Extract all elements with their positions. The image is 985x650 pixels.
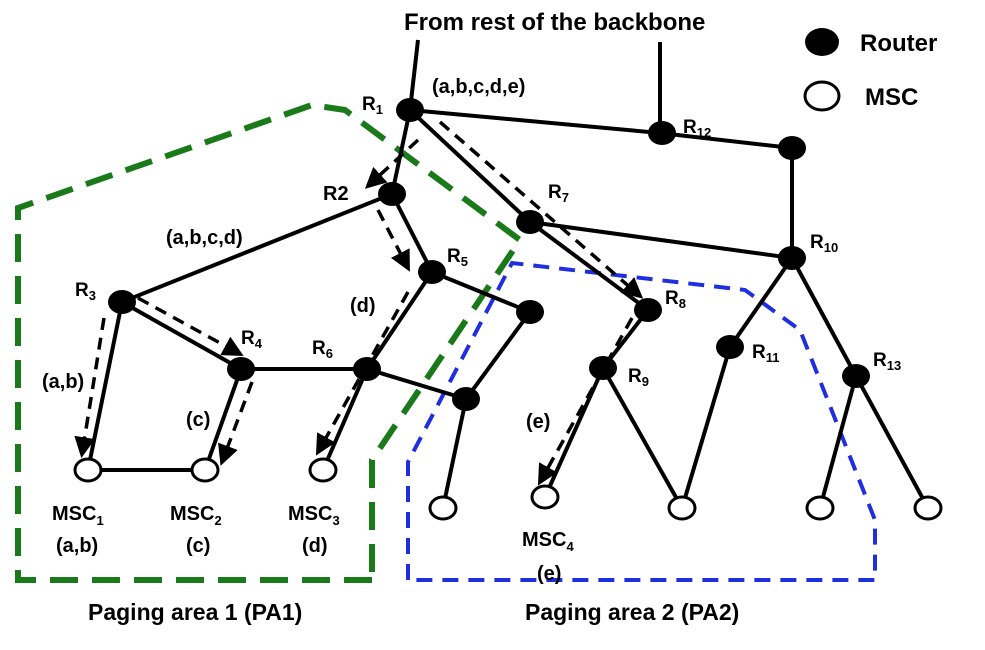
path-label-c: (c) (186, 409, 210, 431)
link-r6-rz (366, 367, 467, 401)
path-r4-msc2 (218, 381, 254, 466)
router-label-r10: R10 (810, 232, 838, 255)
link-r1-r2 (390, 109, 412, 195)
path-r1-r2 (364, 138, 420, 189)
msc-nodes (73, 457, 943, 521)
link-r12-rx (659, 131, 793, 150)
router-r5 (418, 260, 446, 284)
router-r10 (778, 246, 806, 270)
path-label-abcd: (a,b,c,d) (166, 227, 243, 249)
router-r3 (108, 290, 136, 314)
legend-router-label: Router (860, 30, 937, 57)
msc2-users: (c) (186, 535, 210, 557)
link-r6-msc3 (321, 368, 369, 471)
msc1-users: (a,b) (56, 535, 98, 557)
link-r2-r3 (121, 192, 393, 304)
paging-area-1-title: Paging area 1 (PA1) (88, 599, 302, 625)
link-r5-ry (431, 270, 531, 314)
router-label-r9: R9 (628, 366, 649, 389)
router-rx (778, 136, 806, 160)
msc4-label: MSC4 (522, 529, 574, 554)
msc1-label: MSC1 (52, 503, 104, 528)
msc4-users: (e) (537, 563, 561, 585)
router-r8 (634, 298, 662, 322)
router-label-r1: R1 (362, 94, 383, 117)
router-nodes (108, 98, 870, 411)
router-r9 (589, 356, 617, 380)
link-r4-msc2 (203, 368, 243, 471)
router-label-r13: R13 (873, 350, 901, 373)
legend-router-icon (805, 28, 839, 56)
router-label-r6: R6 (312, 338, 333, 361)
router-label-r7: R7 (548, 182, 569, 205)
link-r10-r11 (728, 256, 794, 349)
path-r3-msc1 (74, 317, 106, 459)
link-r3-r4 (121, 300, 242, 371)
router-label-r8: R8 (665, 288, 686, 311)
path-label-all: (a,b,c,d,e) (432, 76, 525, 98)
router-ry (516, 300, 544, 324)
path-label-e: (e) (526, 411, 550, 433)
msc-2 (190, 457, 220, 483)
msc3-users: (d) (302, 535, 328, 557)
legend-msc-icon (803, 80, 841, 112)
router-r2 (378, 182, 406, 206)
router-r6 (353, 357, 381, 381)
path-r8-msc4 (537, 317, 634, 486)
link-r9-msc4 (543, 367, 605, 498)
paging-area-2-border (406, 260, 877, 582)
router-r7 (516, 210, 544, 234)
path-label-d: (d) (350, 295, 376, 317)
router-r4 (227, 357, 255, 381)
router-r11 (716, 335, 744, 359)
link-r2-r5 (390, 193, 434, 273)
router-label-r2: R2 (323, 183, 349, 205)
network-links (86, 39, 930, 509)
msc-a (428, 495, 458, 521)
link-r13-mscd (854, 375, 930, 509)
link-r1-r12 (409, 108, 661, 135)
msc2-label: MSC2 (170, 503, 222, 528)
msc-4 (530, 484, 560, 510)
msc-d (913, 495, 943, 521)
msc-1 (73, 457, 103, 483)
msc-c (805, 495, 835, 521)
link-ry-rz (464, 310, 532, 401)
router-label-r5: R5 (447, 246, 468, 269)
link-rz-msca (441, 398, 468, 509)
path-r3-r4 (137, 296, 244, 357)
router-label-r4: R4 (241, 328, 263, 351)
msc-3 (308, 457, 338, 483)
router-r1 (396, 98, 424, 122)
router-r13 (842, 364, 870, 388)
router-label-r11: R11 (752, 342, 779, 365)
msc3-label: MSC3 (288, 503, 340, 528)
paging-area-1-border (15, 101, 525, 583)
link-r11-mscb (680, 346, 732, 509)
path-label-ab: (a,b) (42, 371, 84, 393)
router-r12 (648, 121, 676, 145)
msc-b (667, 495, 697, 521)
link-r9-mscb (601, 367, 684, 509)
router-label-r12: R12 (683, 117, 711, 140)
paging-area-2-title: Paging area 2 (PA2) (525, 599, 739, 625)
path-r1-r8 (438, 120, 644, 299)
path-r2-r5 (376, 209, 410, 272)
backbone-label: From rest of the backbone (404, 9, 705, 36)
legend-msc-label: MSC (865, 84, 918, 111)
router-label-r3: R3 (75, 280, 96, 303)
link-r5-r6 (365, 270, 434, 371)
router-rz (452, 387, 480, 411)
link-r13-mscc (818, 375, 858, 509)
link-r7-r10 (529, 220, 793, 260)
link-r10-r13 (790, 257, 858, 377)
link-r1-r7 (408, 108, 532, 224)
